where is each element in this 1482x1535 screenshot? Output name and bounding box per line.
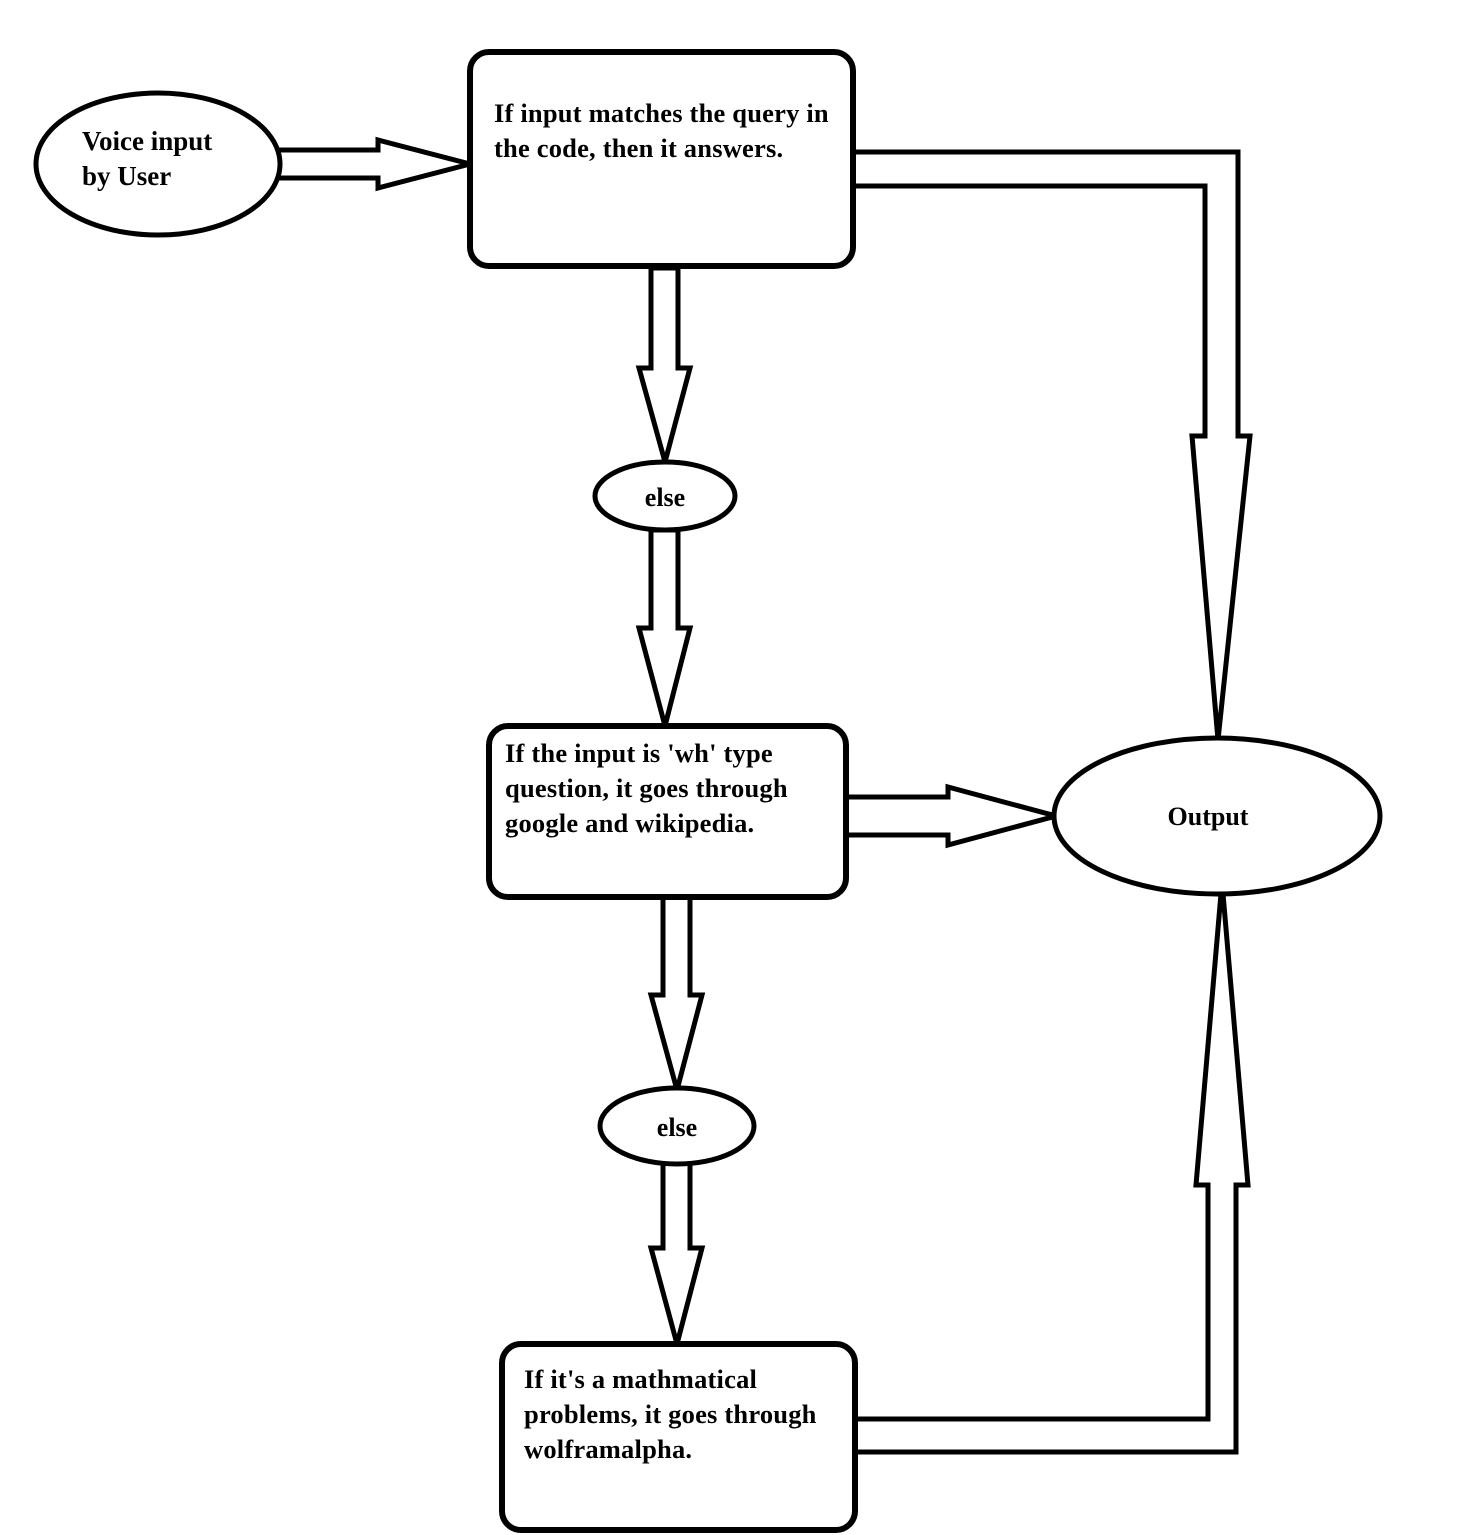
edge-decision1-to-else1 bbox=[635, 265, 694, 472]
node-math-route[interactable]: If it's a mathmatical problems, it goes … bbox=[499, 1341, 858, 1533]
edge-else2-to-decision3 bbox=[647, 1159, 706, 1354]
edge-decision2-to-else2 bbox=[647, 894, 706, 1100]
node-voice-input[interactable]: Voice input by User bbox=[33, 90, 283, 238]
node-else-branch-1[interactable]: else bbox=[592, 459, 738, 533]
voice-input-label-line1: Voice input bbox=[82, 126, 212, 156]
math-route-label: If it's a mathmatical problems, it goes … bbox=[524, 1364, 817, 1464]
wh-question-route-label: If the input is 'wh' type question, it g… bbox=[505, 738, 788, 838]
edge-decision2-to-output bbox=[843, 783, 1066, 849]
code-query-match-label: If input matches the query in the code, … bbox=[494, 98, 829, 163]
output-label: Output bbox=[1168, 802, 1249, 831]
edge-else1-to-decision2 bbox=[635, 527, 694, 736]
node-output[interactable]: Output bbox=[1051, 735, 1383, 897]
edge-decision3-to-output bbox=[852, 881, 1251, 1455]
node-code-query-match[interactable]: If input matches the query in the code, … bbox=[467, 49, 856, 269]
node-wh-question-route[interactable]: If the input is 'wh' type question, it g… bbox=[486, 723, 849, 900]
node-else-branch-2[interactable]: else bbox=[597, 1085, 757, 1167]
edge-start-to-decision1 bbox=[275, 136, 480, 192]
else-branch-2-label: else bbox=[657, 1113, 697, 1142]
else-branch-1-label: else bbox=[645, 483, 685, 512]
voice-input-label-line2: by User bbox=[82, 161, 171, 191]
edge-decision1-to-output bbox=[850, 149, 1253, 741]
